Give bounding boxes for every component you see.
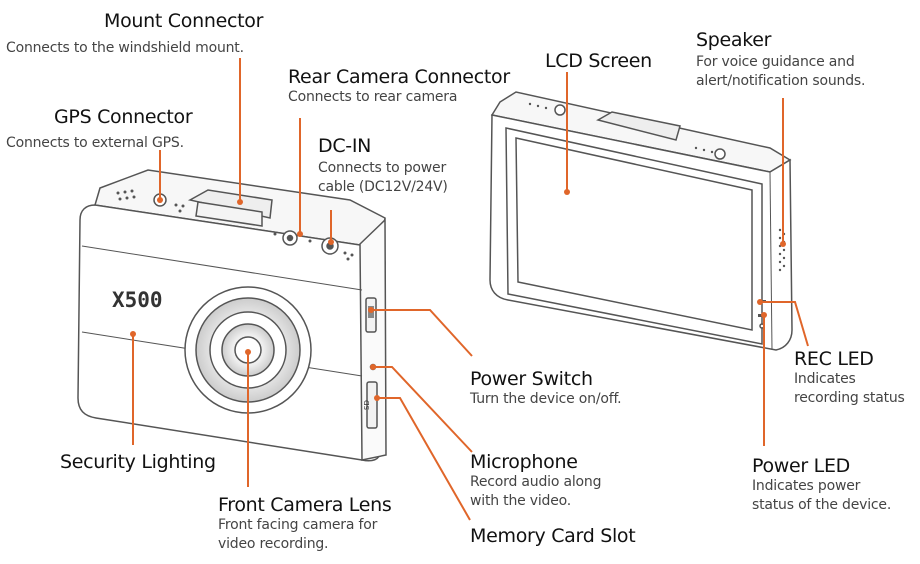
callout-desc: video recording. — [218, 536, 329, 552]
callout-title: Rear Camera Connector — [288, 66, 510, 88]
callout-title: Speaker — [696, 29, 772, 51]
callout-title: LCD Screen — [545, 50, 652, 72]
leader-power-switch — [371, 309, 473, 357]
front-device — [77, 169, 387, 462]
callout-memory-card-slot: Memory Card Slot — [470, 525, 636, 547]
callout-desc: Connects to external GPS. — [6, 135, 184, 151]
callout-desc: Indicates — [794, 371, 856, 387]
callout-title: Memory Card Slot — [470, 525, 636, 547]
callout-desc: with the video. — [470, 493, 572, 509]
callout-title: DC-IN — [318, 135, 372, 157]
leader-lines — [132, 58, 809, 521]
callout-rear-camera-connector: Rear Camera Connector Connects to rear c… — [288, 66, 510, 107]
callout-desc: Connects to power — [318, 160, 447, 176]
callout-desc: Connects to the windshield mount. — [6, 40, 244, 56]
callout-title: Microphone — [470, 451, 578, 473]
callout-desc: Record audio along — [470, 474, 602, 490]
callout-title: Security Lighting — [60, 451, 216, 473]
callout-microphone: Microphone Record audio along with the v… — [470, 451, 601, 511]
sd-logo: SD — [363, 400, 371, 410]
callout-desc: alert/notification sounds. — [696, 73, 866, 89]
memory-card-slot-shape — [366, 381, 378, 429]
callout-lcd-screen: LCD Screen — [545, 50, 652, 72]
leader-rec — [760, 301, 809, 347]
callout-rec-led: REC LED Indicates recording status — [794, 348, 905, 408]
leader-dots — [130, 189, 786, 401]
callout-mount-connector: Mount Connector — [104, 10, 263, 32]
callout-title: Power LED — [752, 455, 851, 477]
rear-device — [489, 91, 793, 351]
callout-desc: Turn the device on/off. — [470, 391, 622, 407]
callout-dc-in: DC-IN Connects to power cable (DC12V/24V… — [318, 135, 448, 197]
callout-speaker: Speaker For voice guidance and alert/not… — [696, 29, 865, 91]
callout-desc: cable (DC12V/24V) — [318, 179, 448, 195]
callout-front-camera-lens: Front Camera Lens Front facing camera fo… — [218, 494, 392, 554]
callout-desc: Connects to rear camera — [288, 89, 458, 105]
callout-desc: Front facing camera for — [218, 517, 378, 533]
callout-title: REC LED — [794, 348, 874, 370]
callout-mount-connector-desc: Connects to the windshield mount. — [6, 39, 244, 58]
callout-title: Mount Connector — [104, 10, 264, 32]
callout-title: Power Switch — [470, 368, 593, 390]
leader-microphone — [373, 366, 473, 453]
callout-desc: status of the device. — [752, 497, 892, 513]
callout-desc: For voice guidance and — [696, 54, 855, 70]
callout-gps-connector: GPS Connector — [54, 106, 193, 128]
callout-title: GPS Connector — [54, 106, 193, 128]
callout-power-led: Power LED Indicates power status of the … — [752, 455, 891, 515]
callout-desc: Indicates power — [752, 478, 861, 494]
callout-title: Front Camera Lens — [218, 494, 392, 516]
callout-power-switch: Power Switch Turn the device on/off. — [470, 368, 622, 409]
callout-gps-connector-desc: Connects to external GPS. — [6, 134, 184, 153]
callout-desc: recording status — [794, 390, 905, 406]
callout-security-lighting: Security Lighting — [60, 451, 216, 473]
leader-memory — [377, 397, 471, 521]
model-logo: X500 — [112, 288, 163, 312]
